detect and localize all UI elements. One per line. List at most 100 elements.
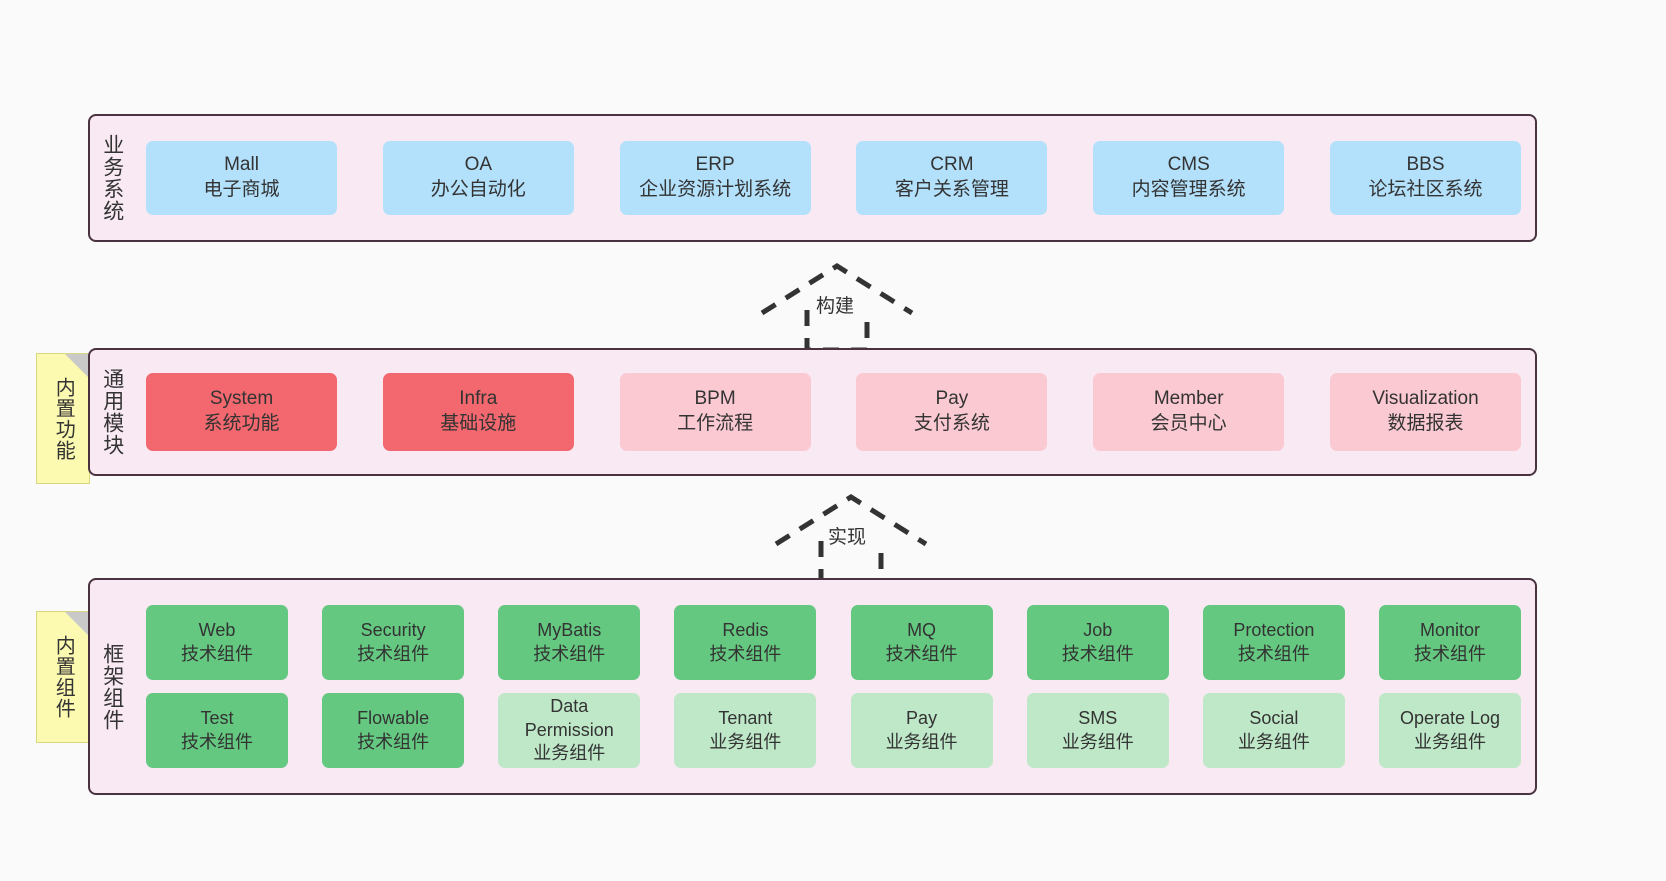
card-web[interactable]: Web 技术组件: [146, 605, 288, 680]
card-title-cn: 业务组件: [1061, 731, 1134, 752]
layer-common-modules: 通用模块 System 系统功能 Infra 基础设施 BPM 工作流程 Pay…: [88, 348, 1537, 476]
card-title-cn: 技术组件: [533, 643, 606, 664]
card-bpm[interactable]: BPM 工作流程: [619, 373, 811, 451]
card-title-cn: 技术组件: [709, 643, 782, 664]
card-title-cn: 业务组件: [1237, 731, 1310, 752]
card-title-cn: 会员中心: [1150, 413, 1227, 434]
note-label: 内置组件: [52, 635, 75, 719]
card-title-cn: 技术组件: [357, 643, 430, 664]
card-row: Mall 电子商城 OA 办公自动化 ERP 企业资源计划系统 CRM 客户关系…: [134, 141, 1521, 215]
card-title-en: Job: [1083, 620, 1113, 641]
layer-body-framework-components: Web 技术组件 Security 技术组件 MyBatis 技术组件 Redi…: [134, 580, 1535, 793]
card-title-en: Infra: [459, 388, 498, 410]
card-title-en: MyBatis: [537, 620, 602, 641]
card-protection[interactable]: Protection 技术组件: [1202, 605, 1345, 680]
card-title-cn: 数据报表: [1387, 413, 1464, 434]
card-title-cn: 内容管理系统: [1131, 179, 1246, 200]
card-title-cn: 基础设施: [440, 413, 517, 434]
connector-build-label: 构建: [816, 296, 855, 317]
connector-implement-label: 实现: [828, 527, 867, 548]
card-title-cn: 电子商城: [203, 179, 280, 200]
card-flowable[interactable]: Flowable 技术组件: [322, 693, 465, 768]
card-security[interactable]: Security 技术组件: [322, 605, 465, 680]
card-pay-component[interactable]: Pay 业务组件: [850, 693, 993, 768]
card-title-en: System: [209, 388, 274, 410]
card-social[interactable]: Social 业务组件: [1202, 693, 1345, 768]
card-title-en: Tenant: [718, 708, 773, 729]
card-title-cn: 技术组件: [357, 731, 430, 752]
card-title-en: BPM: [694, 388, 736, 410]
card-title-en: Security: [360, 620, 426, 641]
card-oa[interactable]: OA 办公自动化: [382, 141, 574, 215]
card-title-en: BBS: [1406, 154, 1445, 176]
card-bbs[interactable]: BBS 论坛社区系统: [1329, 141, 1521, 215]
card-title-en: Redis: [722, 620, 769, 641]
card-mall[interactable]: Mall 电子商城: [146, 141, 337, 215]
layer-label-common-modules: 通用模块: [100, 368, 124, 456]
card-test[interactable]: Test 技术组件: [146, 693, 288, 768]
card-operate-log[interactable]: Operate Log 业务组件: [1378, 693, 1521, 768]
card-title-en: SMS: [1078, 708, 1118, 729]
card-title-en: Pay: [906, 708, 938, 729]
card-title-cn: 办公自动化: [430, 179, 526, 200]
card-row: Test 技术组件 Flowable 技术组件 Data Permission …: [134, 693, 1521, 768]
card-visualization[interactable]: Visualization 数据报表: [1329, 373, 1521, 451]
card-cms[interactable]: CMS 内容管理系统: [1093, 141, 1285, 215]
card-sms[interactable]: SMS 业务组件: [1026, 693, 1169, 768]
card-title-cn: 业务组件: [885, 731, 958, 752]
card-title-en: Protection: [1233, 620, 1315, 641]
card-title-cn: 技术组件: [181, 643, 253, 664]
card-title-en: Flowable: [357, 708, 430, 729]
card-member[interactable]: Member 会员中心: [1093, 373, 1285, 451]
card-title-cn: 客户关系管理: [894, 179, 1009, 200]
card-title-en: CMS: [1167, 154, 1210, 176]
card-title-cn: 技术组件: [1413, 643, 1486, 664]
card-title-en: Visualization: [1372, 388, 1479, 410]
card-title-cn: 技术组件: [181, 731, 253, 752]
card-title-en: Social: [1249, 708, 1299, 729]
card-title-cn: 技术组件: [885, 643, 958, 664]
layer-label-framework-components: 框架组件: [100, 642, 124, 731]
card-title-en: Web: [198, 620, 236, 641]
card-row: System 系统功能 Infra 基础设施 BPM 工作流程 Pay 支付系统…: [134, 373, 1521, 451]
card-title-cn: 技术组件: [1237, 643, 1310, 664]
card-title-cn: 业务组件: [533, 743, 606, 764]
card-title-en: Member: [1153, 388, 1224, 410]
card-crm[interactable]: CRM 客户关系管理: [856, 141, 1048, 215]
note-builtin-components: 内置组件: [36, 611, 90, 743]
card-title-en: ERP: [695, 154, 735, 176]
card-title-cn: 企业资源计划系统: [639, 179, 792, 200]
card-title-en: Monitor: [1419, 620, 1480, 641]
layer-body-business-systems: Mall 电子商城 OA 办公自动化 ERP 企业资源计划系统 CRM 客户关系…: [134, 116, 1535, 240]
card-title-cn: 论坛社区系统: [1368, 179, 1483, 200]
card-erp[interactable]: ERP 企业资源计划系统: [619, 141, 811, 215]
card-title-cn: 系统功能: [203, 413, 280, 434]
note-label: 内置功能: [52, 376, 75, 461]
card-title-cn: 业务组件: [1413, 731, 1486, 752]
card-title-cn: 技术组件: [1061, 643, 1134, 664]
card-title-en: OA: [464, 154, 493, 176]
card-title-en: MQ: [907, 620, 937, 641]
card-title-en: Data Permission: [524, 696, 614, 740]
card-monitor[interactable]: Monitor 技术组件: [1378, 605, 1521, 680]
card-mq[interactable]: MQ 技术组件: [850, 605, 993, 680]
layer-framework-components: 框架组件 Web 技术组件 Security 技术组件 MyBatis 技术组件…: [88, 578, 1537, 795]
card-title-en: Test: [200, 708, 234, 729]
card-title-en: Mall: [224, 154, 259, 176]
card-redis[interactable]: Redis 技术组件: [674, 605, 817, 680]
card-system[interactable]: System 系统功能: [146, 373, 337, 451]
card-job[interactable]: Job 技术组件: [1026, 605, 1169, 680]
card-infra[interactable]: Infra 基础设施: [382, 373, 574, 451]
layer-business-systems: 业务系统 Mall 电子商城 OA 办公自动化 ERP 企业资源计划系统 CRM…: [88, 114, 1537, 242]
note-builtin-features: 内置功能: [36, 353, 90, 484]
card-mybatis[interactable]: MyBatis 技术组件: [498, 605, 641, 680]
card-title-cn: 业务组件: [709, 731, 782, 752]
card-title-cn: 工作流程: [677, 413, 754, 434]
card-title-cn: 支付系统: [913, 413, 990, 434]
card-data-permission[interactable]: Data Permission 业务组件: [498, 693, 641, 768]
card-title-en: Pay: [935, 388, 969, 410]
card-title-en: CRM: [930, 154, 974, 176]
card-pay-module[interactable]: Pay 支付系统: [856, 373, 1048, 451]
card-tenant[interactable]: Tenant 业务组件: [674, 693, 817, 768]
